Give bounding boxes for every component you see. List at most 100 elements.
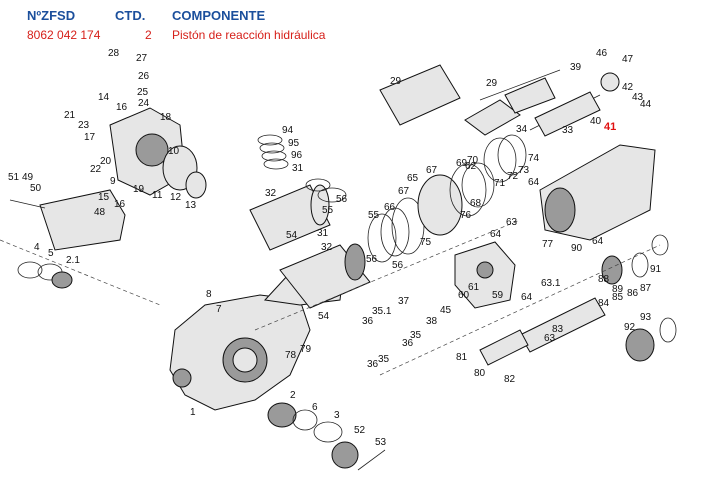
label-56a: 56 <box>336 194 348 205</box>
bottom-parts <box>267 402 386 471</box>
label-72: 72 <box>507 171 519 182</box>
label-62: 62 <box>465 161 477 172</box>
label-60: 60 <box>458 290 470 301</box>
label-8: 8 <box>206 289 212 300</box>
label-19: 19 <box>133 184 145 195</box>
label-52: 52 <box>354 425 366 436</box>
label-92: 92 <box>624 322 636 333</box>
label-53: 53 <box>375 437 387 448</box>
label-46: 46 <box>596 48 608 59</box>
cylinder-54-lower <box>279 243 371 309</box>
label-17: 17 <box>84 132 96 143</box>
label-36c: 36 <box>367 359 379 370</box>
label-43: 43 <box>632 92 644 103</box>
label-59: 59 <box>492 290 504 301</box>
label-49: 49 <box>22 172 34 183</box>
rings-lower-left <box>17 261 73 289</box>
label-71: 71 <box>494 178 506 189</box>
label-50: 50 <box>30 183 42 194</box>
label-45: 45 <box>440 305 452 316</box>
label-12: 12 <box>170 192 182 203</box>
label-2-1: 2.1 <box>66 255 80 266</box>
label-13: 13 <box>185 200 197 211</box>
label-55a: 55 <box>322 205 334 216</box>
label-87: 87 <box>640 283 652 294</box>
header-qty: CTD. <box>115 8 146 23</box>
label-6: 6 <box>312 402 318 413</box>
label-69: 69 <box>456 158 468 169</box>
label-73: 73 <box>518 165 530 176</box>
label-4: 4 <box>34 242 40 253</box>
label-54b: 54 <box>318 311 330 322</box>
label-1: 1 <box>190 407 196 418</box>
label-35: 35 <box>378 354 390 365</box>
label-82: 82 <box>504 374 516 385</box>
label-51: 51 <box>8 172 20 183</box>
label-3: 3 <box>334 410 340 421</box>
label-33: 33 <box>562 125 574 136</box>
label-86: 86 <box>627 288 639 299</box>
label-21: 21 <box>64 110 76 121</box>
label-37: 37 <box>398 296 410 307</box>
label-81: 81 <box>456 352 468 363</box>
label-74: 74 <box>528 153 540 164</box>
label-27: 27 <box>136 53 148 64</box>
worm-shaft-upper <box>379 64 620 137</box>
header-component: COMPONENTE <box>172 8 266 23</box>
label-70: 70 <box>467 155 479 166</box>
shaft-left-48 <box>9 189 126 251</box>
label-10: 10 <box>168 146 180 157</box>
label-84: 84 <box>598 298 610 309</box>
row-qty: 2 <box>145 28 152 42</box>
label-47: 47 <box>622 54 634 65</box>
label-79: 79 <box>300 344 312 355</box>
label-61: 61 <box>468 282 480 293</box>
label-7: 7 <box>216 304 222 315</box>
label-16: 16 <box>116 102 128 113</box>
label-80: 80 <box>474 368 486 379</box>
label-31a: 31 <box>292 163 304 174</box>
label-90: 90 <box>571 243 583 254</box>
label-24: 24 <box>138 98 150 109</box>
housing-right-77 <box>539 144 656 241</box>
label-88: 88 <box>598 274 610 285</box>
label-36: 36 <box>362 316 374 327</box>
label-31b: 31 <box>317 228 329 239</box>
label-94: 94 <box>282 125 294 136</box>
label-91: 91 <box>650 264 662 275</box>
label-2: 2 <box>290 390 296 401</box>
label-16b: 16 <box>114 199 126 210</box>
label-9: 9 <box>110 176 116 187</box>
label-68: 68 <box>470 198 482 209</box>
label-54a: 54 <box>286 230 298 241</box>
label-29a: 29 <box>390 76 402 87</box>
label-95: 95 <box>288 138 300 149</box>
valve-body-59 <box>454 241 516 309</box>
label-64a: 64 <box>528 177 540 188</box>
shaft-83 <box>479 297 606 366</box>
part-labels: 1 2 2.1 3 4 5 6 7 8 9 10 11 12 13 14 15 … <box>8 48 662 448</box>
label-67a: 67 <box>426 165 438 176</box>
label-40: 40 <box>590 116 602 127</box>
label-14: 14 <box>98 92 110 103</box>
label-26: 26 <box>138 71 150 82</box>
label-67b: 67 <box>398 186 410 197</box>
label-63b: 63 <box>544 333 556 344</box>
ring-stack-upper <box>257 134 347 203</box>
label-93: 93 <box>640 312 652 323</box>
label-76: 76 <box>460 210 472 221</box>
bearings-right <box>601 234 677 362</box>
label-36b: 36 <box>402 338 414 349</box>
cylinder-54-upper <box>249 184 331 251</box>
label-15: 15 <box>98 192 110 203</box>
label-63: 63 <box>506 217 518 228</box>
label-35b: 35 <box>410 330 422 341</box>
label-34: 34 <box>516 124 528 135</box>
header-code: NºZFSD <box>27 8 76 23</box>
label-48: 48 <box>94 207 106 218</box>
assembly-axes <box>0 219 661 376</box>
label-55b: 55 <box>368 210 380 221</box>
label-64d: 64 <box>592 236 604 247</box>
label-96: 96 <box>291 150 303 161</box>
